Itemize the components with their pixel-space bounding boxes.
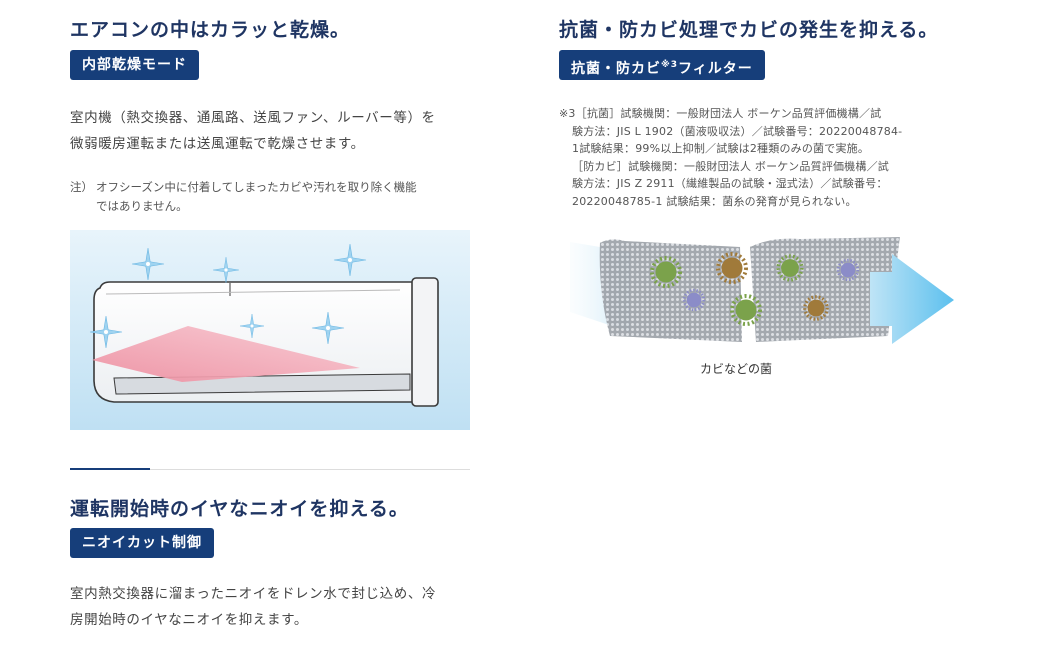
odor-description-line: 室内熱交換器に溜まったニオイをドレン水で封じ込め、冷 [70,586,437,602]
antibacterial-heading: 抗菌・防カビ処理でカビの発生を抑える。 [559,19,939,41]
footnote-line: 験方法：JIS Z 2911（繊維製品の試験・湿式法）／試験番号： [572,177,888,190]
odor-description: 室内熱交換器に溜まったニオイをドレン水で封じ込め、冷 房開始時のイヤなニオイを抑… [70,581,490,633]
test-footnote: ※3［抗菌］試験機関：一般財団法人 ボーケン品質評価機構／試 験方法：JIS L… [559,105,969,210]
dry-heading: エアコンの中はカラッと乾燥。 [70,19,351,41]
odor-heading: 運転開始時のイヤなニオイを抑える。 [70,498,409,520]
odor-cut-badge: ニオイカット制御 [70,528,214,558]
dry-note: 注） オフシーズン中に付着してしまったカビや汚れを取り除く機能 ではありません。 [70,178,480,216]
section-divider-accent [70,468,150,470]
footnote-line: ［防カビ］試験機関：一般財団法人 ボーケン品質評価機構／試 [572,159,889,173]
aircon-dry-illustration [70,230,470,430]
filter-badge-footnote-mark: ※3 [661,60,679,70]
filter-caption: カビなどの菌 [700,362,773,376]
footnote-line: 1試験結果：99%以上抑制／試験は2種類のみの菌で実施。 [572,142,870,155]
note-prefix: 注） [70,180,93,194]
filter-illustration [570,232,960,352]
filter-badge: 抗菌・防カビ※3フィルター [559,50,765,80]
footnote-line: 20220048785-1 試験結果：菌糸の発育が見られない。 [572,194,857,208]
footnote-line: 験方法：JIS L 1902（菌液吸収法）／試験番号：20220048784- [572,124,903,138]
dry-description-line: 微弱暖房運転または送風運転で乾燥させます。 [70,136,365,152]
section-divider [70,469,470,470]
filter-badge-text: 抗菌・防カビ [571,61,661,77]
footnote-line: ※3［抗菌］試験機関：一般財団法人 ボーケン品質評価機構／試 [559,107,882,120]
dry-description-line: 室内機（熱交換器、通風路、送風ファン、ルーバー等）を [70,110,436,126]
dry-description: 室内機（熱交換器、通風路、送風ファン、ルーバー等）を 微弱暖房運転または送風運転… [70,105,490,157]
odor-description-line: 房開始時のイヤなニオイを抑えます。 [70,612,308,628]
dry-mode-badge: 内部乾燥モード [70,50,199,80]
filter-badge-suffix: フィルター [678,61,753,77]
note-line: オフシーズン中に付着してしまったカビや汚れを取り除く機能 [96,180,417,194]
note-line: ではありません。 [96,199,188,213]
